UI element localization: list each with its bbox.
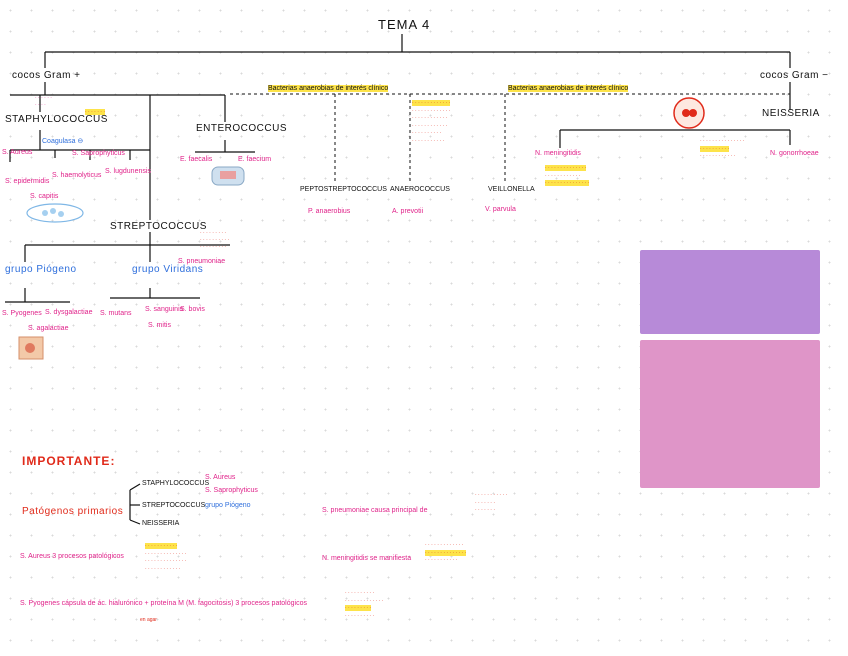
e-faecium-label: E. faecium bbox=[238, 156, 272, 163]
staph-notes: · · · · · ·· · · · bbox=[35, 95, 52, 108]
s-sanguinis-label: S. sanguinis bbox=[145, 306, 184, 313]
s-haemolyticus-label: S. haemolyticus bbox=[52, 172, 102, 179]
pyogenes-sub-note: en agar bbox=[140, 617, 157, 623]
s-epidermidis-label: S. epidermidis bbox=[5, 178, 50, 185]
s-saprophyticus-label: S. Saprophyticus bbox=[72, 150, 125, 157]
s-dysgalactiae-label: S. dysgalactiae bbox=[45, 309, 93, 316]
important-strep: STREPTOCOCCUS bbox=[142, 502, 206, 509]
pyogenes-group-label: grupo Piógeno bbox=[5, 264, 77, 275]
pyogenes-notes: · · · · · · · · · ·· · · · · · · · · · ·… bbox=[345, 590, 384, 619]
s-mitis-label: S. mitis bbox=[148, 322, 171, 329]
s-mutans-label: S. mutans bbox=[100, 310, 132, 317]
enterococcus-label: ENTEROCOCCUS bbox=[196, 123, 288, 134]
aureus-pathologies: S. Aureus 3 procesos patológicos bbox=[20, 553, 124, 560]
s-agalactiae-label: S. agalactiae bbox=[28, 325, 69, 332]
s-lugdunensis-label: S. lugdunensis bbox=[105, 168, 151, 175]
strepto-sketch bbox=[18, 336, 44, 360]
important-saprophyticus: S. Saprophyticus bbox=[205, 487, 258, 494]
staphylococcus-label: STAPHYLOCOCCUS bbox=[5, 114, 108, 125]
branch-gram-negative: cocos Gram − bbox=[760, 70, 829, 81]
pneumoniae-notes: · · · · · · · · · · ·· · · · · · ·· · · … bbox=[475, 492, 508, 513]
neisseria-sketch bbox=[673, 97, 705, 129]
map-title: TEMA 4 bbox=[378, 17, 431, 32]
important-aureus: S. Aureus bbox=[205, 474, 236, 481]
veillonella-label: VEILLONELLA bbox=[488, 186, 535, 193]
branch-gram-positive: cocos Gram + bbox=[12, 70, 81, 81]
important-neisseria: NEISSERIA bbox=[142, 520, 180, 527]
pyogenes-pathologies: S. Pyogenes cápsula de ác. hialurónico +… bbox=[20, 600, 307, 607]
n-meningitidis-label: N. meningitidis bbox=[535, 150, 581, 157]
staph-cluster-sketch bbox=[26, 203, 84, 223]
meningitidis-notes: · · · · · · · · · · · · ·· · · · · · · ·… bbox=[425, 542, 467, 563]
important-pyogenes-group: grupo Piógeno bbox=[205, 502, 251, 509]
anaerococcus-label: ANAEROCOCCUS bbox=[390, 186, 450, 193]
anaerobes-header-left: Bacterias anaerobias de interés clínico bbox=[268, 85, 389, 92]
streptococcus-label: STREPTOCOCCUS bbox=[110, 221, 207, 232]
important-heading: IMPORTANTE: bbox=[22, 454, 116, 468]
peptostreptococcus-label: PEPTOSTREPTOCOCCUS bbox=[300, 186, 387, 193]
anaerobes-notes: · · · · · · · · · · · · ·· · · · · · · ·… bbox=[412, 100, 451, 144]
primary-pathogens-label: Patógenos primarios bbox=[22, 506, 124, 517]
e-faecalis-label: E. faecalis bbox=[180, 156, 213, 163]
s-pyogenes-label: S. Pyogenes bbox=[2, 310, 42, 317]
a-prevotii-label: A. prevotii bbox=[392, 208, 424, 215]
enterococcus-sketch bbox=[211, 166, 245, 186]
s-aureus-label: S. Aureus bbox=[2, 149, 33, 156]
pneumoniae-main-cause: S. pneumoniae causa principal de bbox=[322, 507, 428, 514]
important-staph: STAPHYLOCOCCUS bbox=[142, 480, 210, 487]
viridans-group-label: grupo Viridans bbox=[132, 264, 204, 275]
aureus-notes: · · · · · · · · · · ·· · · · · · · · · ·… bbox=[145, 543, 187, 572]
anaerobes-header-right: Bacterias anaerobias de interés clínico bbox=[508, 85, 629, 92]
s-pneumoniae-label: S. pneumoniae bbox=[178, 258, 226, 265]
coagulase-negative-label: Coagulasa ⊖ bbox=[42, 138, 84, 145]
neisseria-notes-left: · · · · · · · · · · · · · ·· · · · · · ·… bbox=[545, 165, 590, 186]
n-gonorrhoeae-label: N. gonorrhoeae bbox=[770, 150, 819, 157]
p-anaerobius-label: P. anaerobius bbox=[308, 208, 351, 215]
s-bovis-label: S. bovis bbox=[180, 306, 205, 313]
notes-photo-1 bbox=[640, 250, 820, 334]
neisseria-notes-right: · · · · · · · · · · · · · · ·· · · · · ·… bbox=[700, 138, 745, 159]
strepto-notes: · · · · · · · · ·· · · · · · · · · ·· · … bbox=[200, 230, 230, 250]
staph-notes-highlight: · · · · · · · bbox=[85, 109, 105, 115]
neisseria-label: NEISSERIA bbox=[762, 108, 820, 119]
v-parvula-label: V. parvula bbox=[485, 206, 516, 213]
notes-photo-2 bbox=[640, 340, 820, 488]
meningitidis-manifestation: N. meningitidis se manifiesta bbox=[322, 555, 412, 562]
s-capitis-label: S. capitis bbox=[30, 193, 59, 200]
